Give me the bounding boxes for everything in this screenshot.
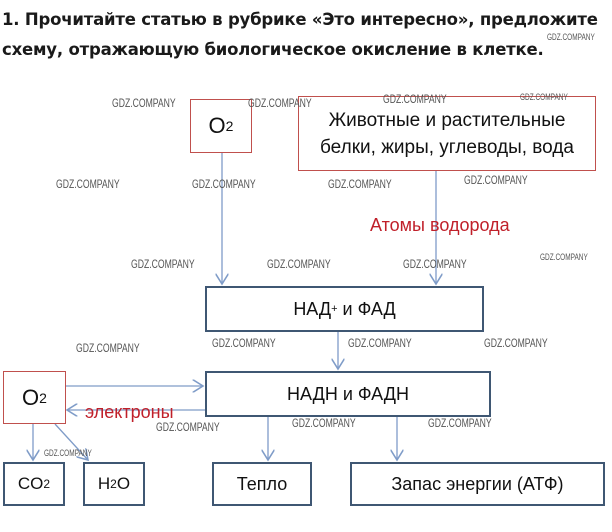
atp-text: Запас энергии (АТФ) (391, 473, 564, 494)
watermark: GDZ.COMPANY (76, 341, 140, 355)
heat-box: Тепло (212, 462, 312, 506)
o2-subscript: 2 (225, 118, 234, 134)
watermark: GDZ.COMPANY (520, 92, 568, 102)
h-text: H (97, 474, 111, 493)
fad-text: и ФАД (337, 298, 396, 319)
watermark: GDZ.COMPANY (484, 336, 548, 350)
watermark: GDZ.COMPANY (403, 257, 467, 271)
watermark: GDZ.COMPANY (464, 173, 528, 187)
watermark: GDZ.COMPANY (156, 420, 220, 434)
task-line-1: 1. Прочитайте статью в рубрике «Это инте… (2, 10, 598, 29)
nad-text: НАД (293, 298, 332, 319)
sources-box: Животные и растительные белки, жиры, угл… (298, 96, 596, 171)
nadh-text: НАДН и ФАДН (287, 383, 409, 404)
watermark: GDZ.COMPANY (348, 336, 412, 350)
o-text: O (116, 474, 131, 493)
co2-subscript: 2 (43, 477, 51, 491)
nad-fad-box: НАД+ и ФАД (205, 286, 484, 332)
sources-line-1: Животные и растительные (328, 109, 566, 131)
watermark: GDZ.COMPANY (248, 96, 312, 110)
o2-text: O (208, 113, 226, 138)
watermark: GDZ.COMPANY (44, 448, 92, 458)
watermark: GDZ.COMPANY (192, 177, 256, 191)
o2-text: O (22, 384, 40, 410)
atp-box: Запас энергии (АТФ) (350, 462, 605, 506)
watermark: GDZ.COMPANY (328, 177, 392, 191)
h2o-subscript: 2 (110, 477, 117, 491)
hydrogen-atoms-label: Атомы водорода (370, 215, 510, 235)
watermark: GDZ.COMPANY (428, 416, 492, 430)
watermark: GDZ.COMPANY (547, 32, 595, 42)
watermark: GDZ.COMPANY (383, 92, 447, 106)
watermark: GDZ.COMPANY (112, 96, 176, 110)
o2-subscript: 2 (39, 389, 47, 406)
electrons-label: электроны (85, 402, 174, 422)
arrow-o2-to-h2o (54, 423, 88, 460)
watermark: GDZ.COMPANY (131, 257, 195, 271)
nad-superscript: + (331, 303, 338, 315)
watermark: GDZ.COMPANY (292, 416, 356, 430)
heat-text: Тепло (236, 473, 288, 494)
nadh-fadh-box: НАДН и ФАДН (205, 371, 491, 417)
co2-text: CO (17, 474, 44, 493)
watermark: GDZ.COMPANY (540, 252, 588, 262)
sources-line-2: белки, жиры, углеводы, вода (320, 136, 574, 158)
watermark: GDZ.COMPANY (267, 257, 331, 271)
task-line-2: схему, отражающую биологическое окислени… (2, 40, 544, 59)
watermark: GDZ.COMPANY (212, 336, 276, 350)
watermark: GDZ.COMPANY (56, 177, 120, 191)
